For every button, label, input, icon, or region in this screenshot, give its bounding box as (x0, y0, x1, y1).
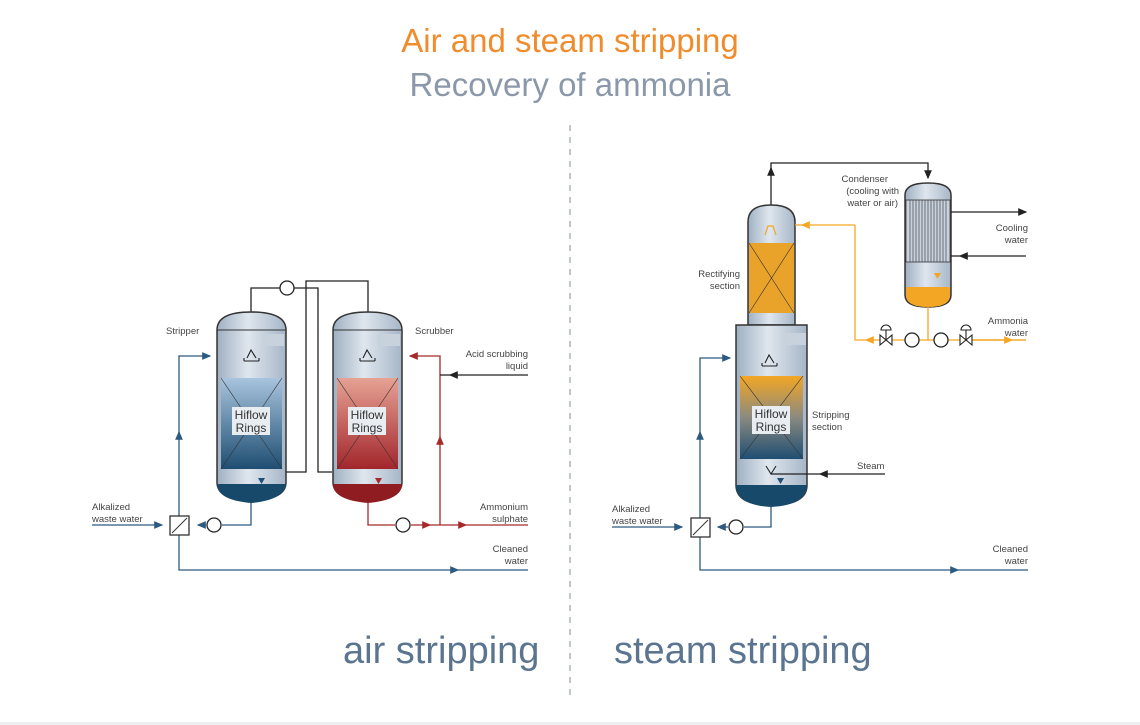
scrubber-packing-line2: Rings (352, 421, 383, 435)
steam-feed-label-1: Alkalized (612, 504, 650, 515)
rectifying-column (747, 204, 796, 326)
product-pump-icon (933, 332, 949, 348)
stripper-column (216, 311, 287, 503)
scrubber-column (332, 311, 403, 503)
water-lines (92, 352, 528, 574)
cleaned-output-label-1: Cleaned (493, 544, 528, 555)
steam-water-lines (612, 354, 1028, 574)
cooling-label-2: water (1004, 235, 1028, 246)
scrubber-packing-line1: Hiflow (351, 408, 384, 422)
gas-lines (250, 280, 369, 473)
air-stripping-caption: air stripping (343, 630, 540, 672)
steam-packing-box (752, 406, 790, 434)
diagram-title: Air and steam stripping (401, 22, 739, 59)
cleaned-output-label-2: water (504, 556, 528, 567)
condenser-label-3: water or air) (846, 198, 898, 209)
ammonia-label-2: water (1004, 328, 1028, 339)
acid-input-label-2: liquid (506, 361, 528, 372)
scrubber-label: Scrubber (415, 326, 454, 337)
stripping-label-1: Stripping (812, 410, 850, 421)
feed-input-label-2: waste water (91, 514, 143, 525)
ammonia-lines (795, 221, 1026, 344)
feed-input-label-1: Alkalized (92, 502, 130, 513)
heat-exchanger-diagonal (171, 517, 188, 534)
condenser-label-1: Condenser (842, 174, 888, 185)
steam-cleaned-label-1: Cleaned (993, 544, 1028, 555)
rectifying-label-2: section (710, 281, 740, 292)
acid-input-label-1: Acid scrubbing (466, 349, 528, 360)
stripper-label: Stripper (166, 326, 199, 337)
control-valve-icon (879, 324, 893, 347)
reflux-pump-icon (904, 332, 920, 348)
steam-stripping-caption: steam stripping (614, 630, 872, 672)
steam-label: Steam (857, 461, 885, 472)
steam-cleaned-label-2: water (1004, 556, 1028, 567)
product-valve-icon (959, 324, 973, 347)
pump-icon (206, 517, 222, 533)
stripper-packing-box (232, 407, 270, 435)
steam-feed-pump-icon (728, 519, 744, 535)
ammonia-label-1: Ammonia (988, 316, 1029, 327)
blower-icon (279, 280, 295, 296)
condenser-label-2: (cooling with (846, 186, 899, 197)
diagram-subtitle: Recovery of ammonia (409, 66, 731, 103)
bottom-border (0, 722, 1140, 725)
rectifying-label-1: Rectifying (698, 269, 740, 280)
condenser (904, 182, 952, 308)
stripper-packing-line2: Rings (236, 421, 267, 435)
ammonium-output-label-1: Ammonium (480, 502, 528, 513)
scrubber-packing-box (348, 407, 386, 435)
steam-packing-line1: Hiflow (755, 407, 788, 421)
ammonium-output-label-2: sulphate (492, 514, 528, 525)
stripping-label-2: section (812, 422, 842, 433)
stripper-packing-line1: Hiflow (235, 408, 268, 422)
steam-feed-label-2: waste water (611, 516, 663, 527)
steam-packing-line2: Rings (756, 420, 787, 434)
acid-lines (367, 352, 528, 529)
acid-pump-icon (395, 517, 411, 533)
cooling-label-1: Cooling (996, 223, 1028, 234)
